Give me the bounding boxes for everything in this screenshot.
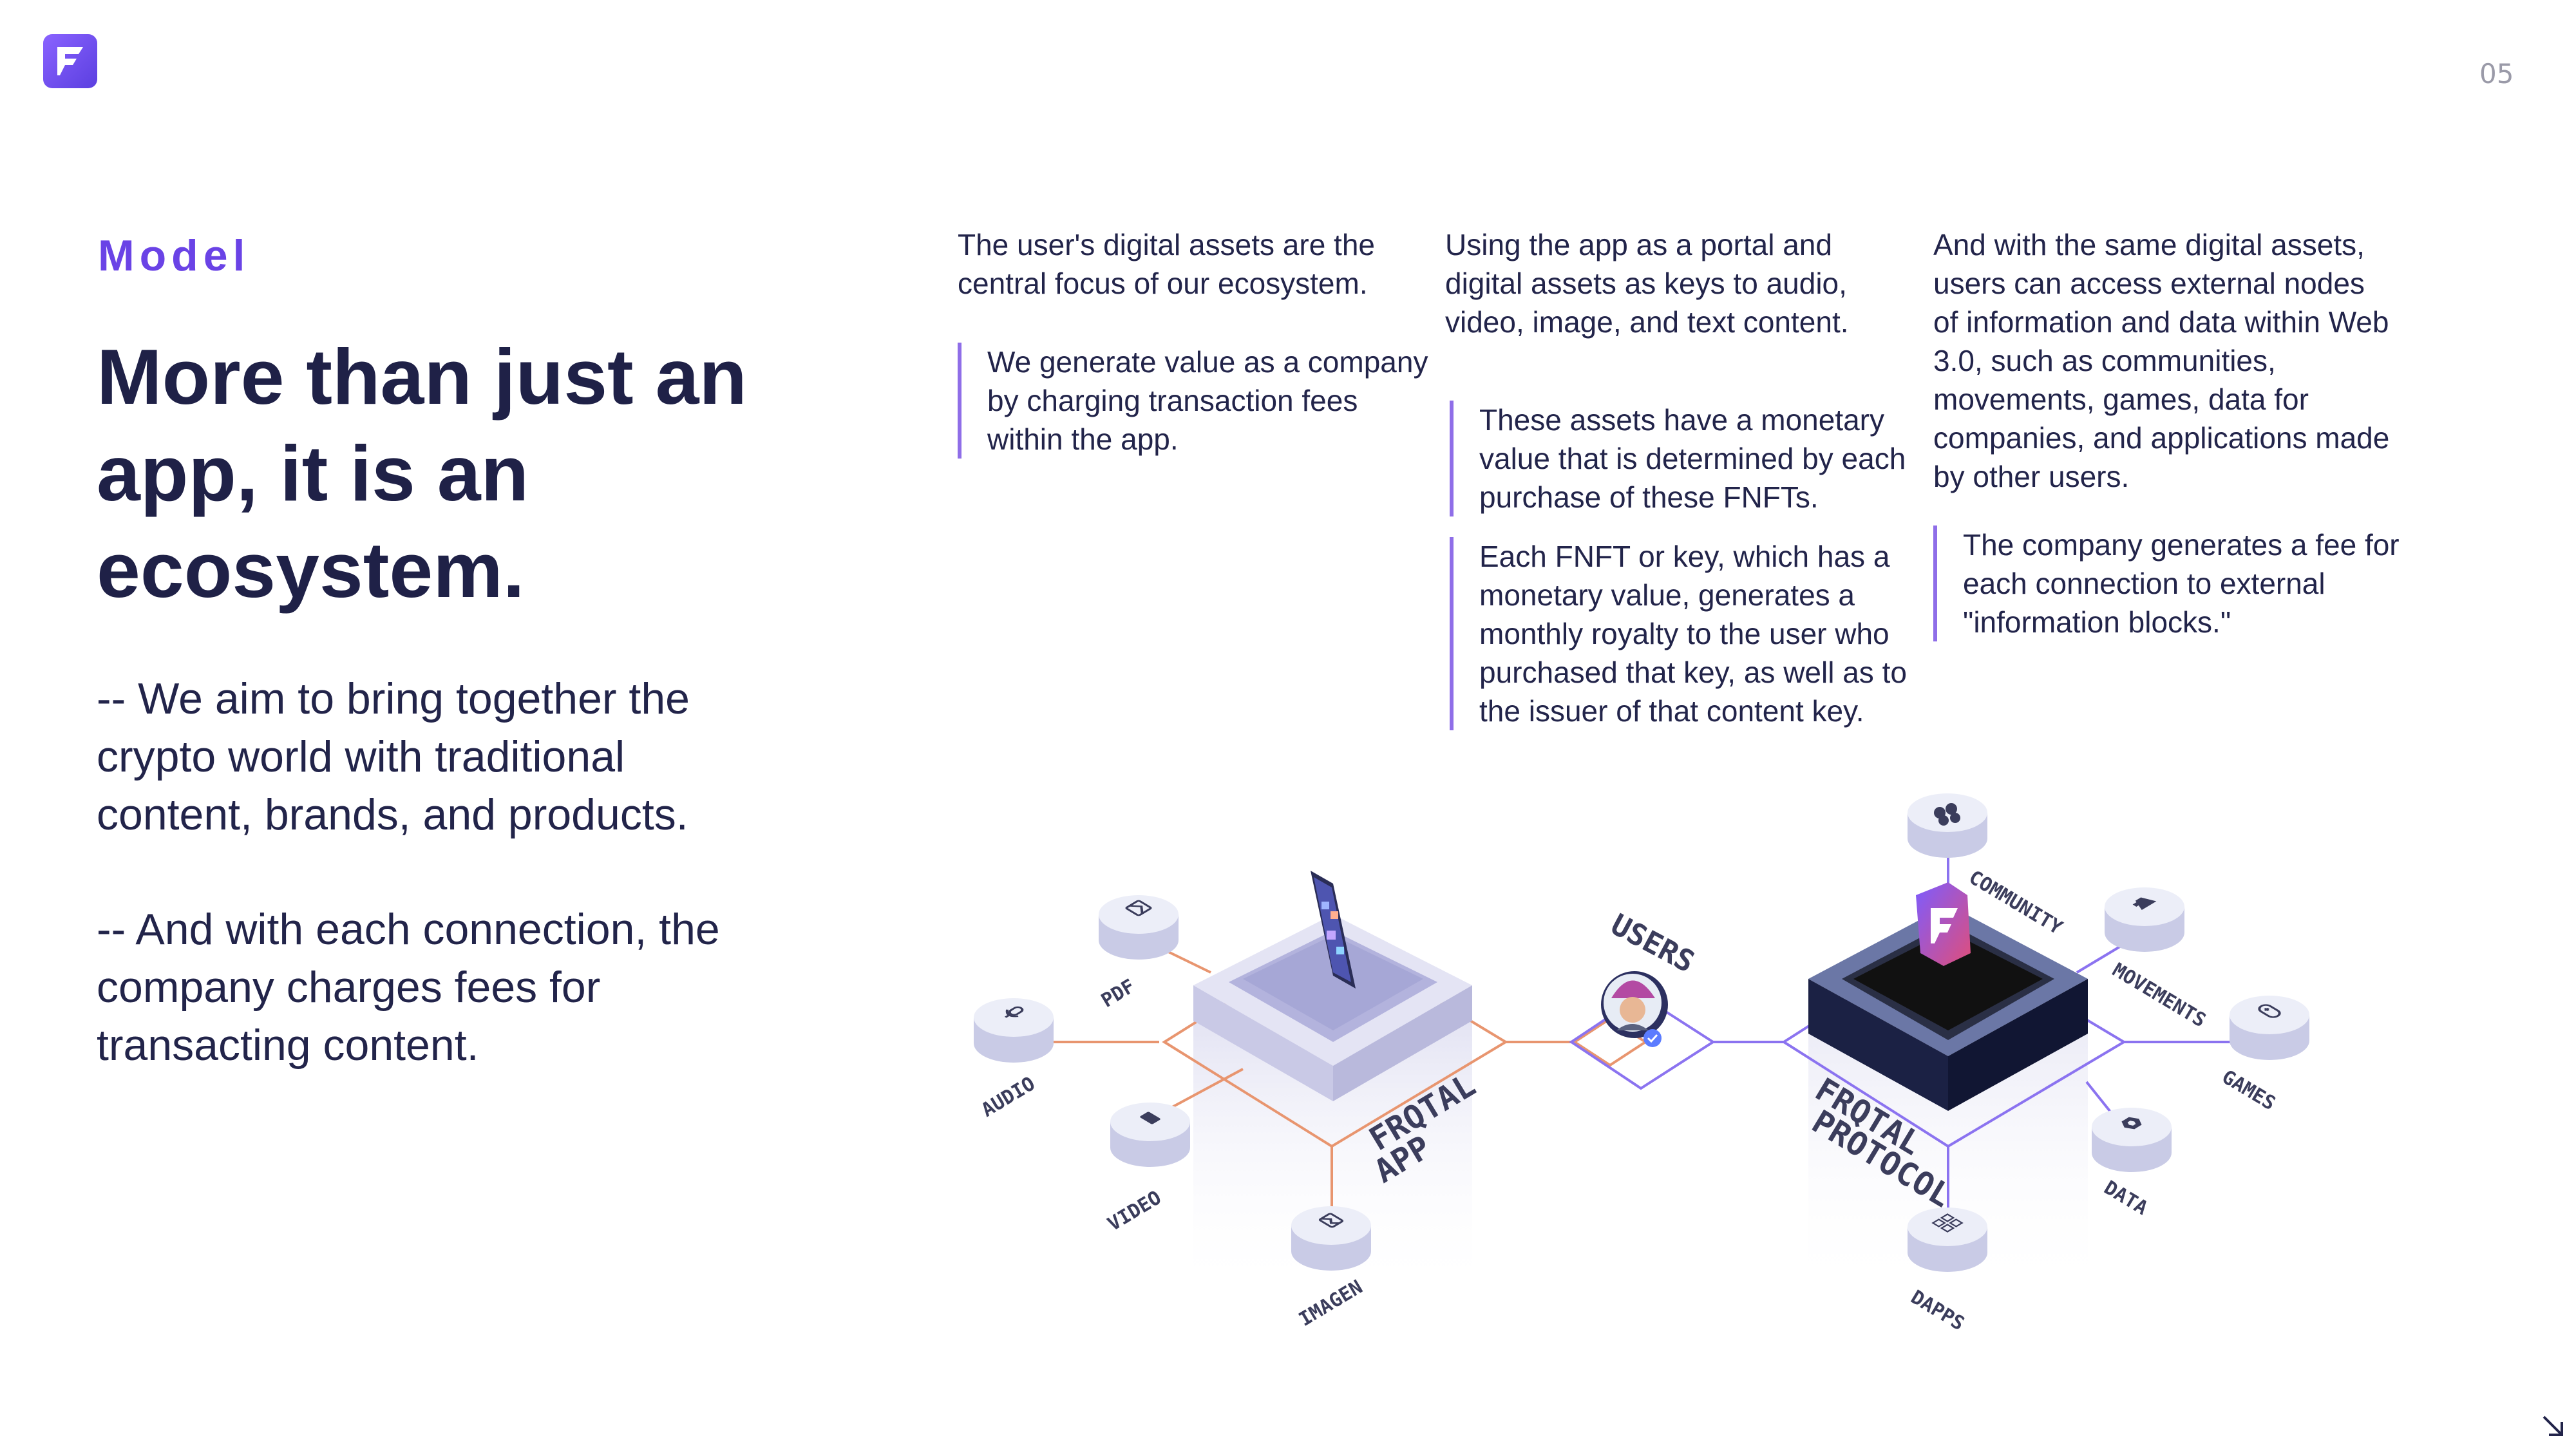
- column-3-text: And with the same digital assets, users …: [1933, 228, 2390, 493]
- intro-paragraph-1: -- We aim to bring together the crypto w…: [97, 674, 690, 839]
- column-2-text: Using the app as a portal and digital as…: [1445, 228, 1849, 339]
- users-avatar: [1601, 971, 1668, 1047]
- node-imagen: [1291, 1206, 1371, 1271]
- frqtal-app-block: [1193, 914, 1472, 1101]
- section-label: Model: [98, 231, 251, 280]
- column-1-quote-1: We generate value as a company by chargi…: [958, 343, 1432, 459]
- pdf-icon: [1125, 900, 1152, 916]
- games-label: GAMES: [2218, 1066, 2279, 1115]
- node-video: [1110, 1103, 1190, 1167]
- users-label: USERS: [1605, 907, 1701, 980]
- protocol-logo-icon: [1916, 882, 1971, 966]
- expand-arrow-icon[interactable]: [2541, 1414, 2567, 1440]
- column-3-quote-1: The company generates a fee for each con…: [1933, 526, 2407, 641]
- gamepad-icon: [2258, 1004, 2281, 1018]
- column-2-quote-1: These assets have a monetary value that …: [1450, 401, 1924, 516]
- data-icon: [2121, 1117, 2142, 1130]
- image-icon: [1318, 1213, 1344, 1228]
- apps-grid-icon: [1931, 1213, 1964, 1233]
- node-pdf: [1099, 895, 1179, 960]
- frqtal-protocol-block: [1808, 905, 2088, 1111]
- node-dapps: [1908, 1208, 1987, 1272]
- frqtal-logo: [43, 34, 97, 88]
- node-audio: [974, 998, 1054, 1063]
- video-label: VIDEO: [1104, 1186, 1165, 1236]
- megaphone-icon: [2132, 897, 2157, 911]
- page-number: 05: [2479, 58, 2514, 90]
- column-2-quote-2: Each FNFT or key, which has a monetary v…: [1450, 537, 1924, 730]
- page-title: More than just an app, it is an ecosyste…: [97, 333, 747, 614]
- node-movements: [2105, 887, 2184, 952]
- phone-icon: [1311, 871, 1356, 989]
- microphone-icon: [1004, 1006, 1024, 1018]
- node-community: [1908, 793, 1987, 858]
- audio-label: AUDIO: [978, 1072, 1039, 1122]
- column-1-text: The user's digital assets are the centra…: [958, 228, 1375, 300]
- data-label: DATA: [2100, 1177, 2152, 1220]
- video-icon: [1140, 1112, 1160, 1124]
- intro-paragraph-2: -- And with each connection, the company…: [97, 905, 720, 1070]
- community-icon: [1934, 803, 1960, 826]
- pdf-label: PDF: [1097, 975, 1139, 1012]
- movements-label: MOVEMENTS: [2108, 959, 2210, 1032]
- node-data: [2092, 1108, 2172, 1172]
- node-games: [2230, 996, 2309, 1060]
